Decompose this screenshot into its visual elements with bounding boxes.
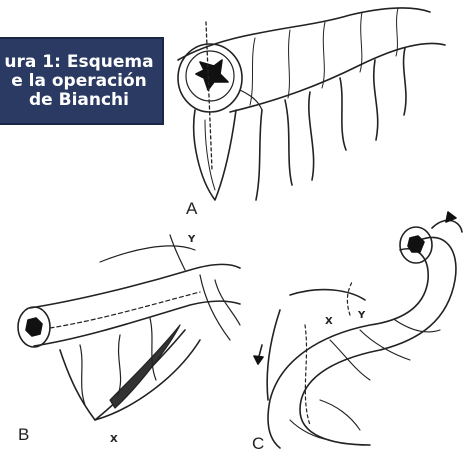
panel-c-drawing <box>254 212 462 448</box>
caption-line-1: ura 1: Esquema <box>0 53 162 72</box>
panel-label-c: C <box>252 434 264 454</box>
mark-b-x: X <box>110 434 118 445</box>
panel-label-a: A <box>186 199 197 219</box>
caption-line-2: e la operación <box>0 72 162 91</box>
panel-b-drawing <box>18 235 240 420</box>
figure-caption: ura 1: Esquema e la operación de Bianchi <box>0 37 164 125</box>
panel-a-drawing <box>178 8 445 200</box>
caption-line-3: de Bianchi <box>0 91 162 110</box>
mark-b-y: Y <box>188 234 195 245</box>
panel-label-b: B <box>18 425 29 445</box>
mark-c-x: X <box>325 316 333 327</box>
mark-c-y: Y <box>358 310 365 321</box>
